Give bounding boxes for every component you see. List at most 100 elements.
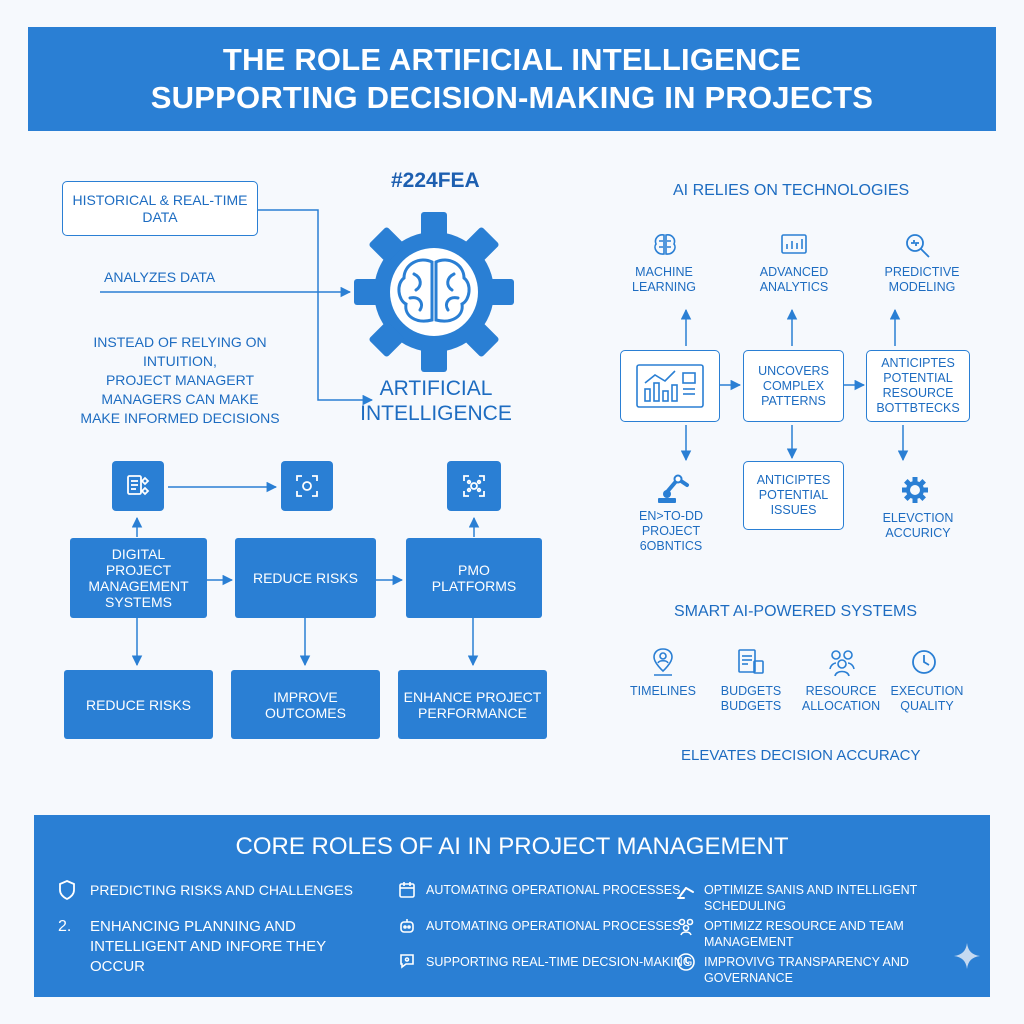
brain-gear-icon bbox=[354, 212, 514, 372]
outcome-box-line: REDUCE RISKS bbox=[85, 696, 192, 713]
shield-icon bbox=[59, 880, 75, 900]
robotics-line: PROJECT 6OBNTICS bbox=[639, 524, 703, 553]
title-line-2: SUPPORTING DECISION-MAKING IN PROJECTS bbox=[150, 80, 874, 115]
core-item-number: 2. bbox=[58, 918, 72, 935]
intuition-line: MANAGERS CAN MAKE bbox=[101, 391, 259, 407]
flow-box-line: DIGITAL bbox=[111, 546, 166, 562]
hex-color-label: #224FEA bbox=[391, 169, 480, 192]
calendar-icon bbox=[399, 882, 415, 898]
smart-heading: SMART AI-POWERED SYSTEMS bbox=[674, 603, 918, 620]
smart-label-line: ALLOCATION bbox=[801, 699, 881, 713]
smart-label-line: BUDGETS bbox=[720, 684, 782, 698]
core-roles-panel: CORE ROLES OF AI IN PROJECT MANAGEMENT P… bbox=[34, 815, 990, 997]
tech-label-line: ANALYTICS bbox=[759, 280, 829, 294]
outcome-box-line: PERFORMANCE bbox=[418, 704, 527, 721]
flow-box-reduce-risks: REDUCE RISKS bbox=[235, 538, 376, 618]
core-item-line: OCCUR bbox=[90, 958, 145, 975]
core-item-supporting: SUPPORTING REAL-TIME DECSION-MAKING bbox=[426, 955, 693, 969]
chat-icon bbox=[400, 954, 414, 969]
outcome-box-improve-outcomes: IMPROVE OUTCOMES bbox=[231, 670, 380, 739]
flow-box-line: REDUCE RISKS bbox=[252, 570, 359, 586]
core-item-enhancing-planning: ENHANCING PLANNING AND INTELLIGENT AND I… bbox=[90, 917, 326, 977]
ai-label-line-1: ARTIFICIAL bbox=[379, 377, 493, 400]
bottlenecks-line: BOTTBTECKS bbox=[876, 401, 960, 415]
bottlenecks-line: RESOURCE bbox=[882, 386, 954, 400]
smart-label-line: EXECUTION bbox=[890, 684, 964, 698]
tech-label-line: ADVANCED bbox=[759, 265, 829, 279]
tech-label-line: MACHINE bbox=[635, 265, 693, 279]
intuition-line: INTUITION, bbox=[143, 353, 217, 369]
flow-box-pmo-platforms: PMO PLATFORMS bbox=[406, 538, 542, 618]
core-roles-title: CORE ROLES OF AI IN PROJECT MANAGEMENT bbox=[235, 833, 789, 860]
accuracy-line: ELEVCTION bbox=[882, 511, 954, 525]
accuracy-label: ELEVCTION ACCURICY bbox=[872, 511, 964, 541]
core-item-scheduling: OPTIMIZE SANIS AND INTELLIGENT SCHEDULIN… bbox=[704, 883, 918, 913]
bottlenecks-line: POTENTIAL bbox=[883, 371, 953, 385]
scan-face-icon bbox=[281, 461, 333, 511]
patterns-box: UNCOVERS COMPLEX PATTERNS bbox=[743, 350, 844, 422]
robot-arm-icon bbox=[658, 474, 689, 503]
tech-label-line: PREDICTIVE bbox=[884, 265, 960, 279]
smart-label-line: RESOURCE bbox=[805, 684, 877, 698]
smart-label-line: TIMELINES bbox=[630, 684, 696, 698]
flow-box-line: SYSTEMS bbox=[105, 594, 172, 610]
clock-icon bbox=[912, 650, 936, 674]
intuition-line: MAKE INFORMED DECISIONS bbox=[80, 410, 280, 426]
issues-line: ANTICIPTES bbox=[756, 473, 831, 487]
core-item-automating-1: AUTOMATING OPERATIONAL PROCESSES bbox=[426, 883, 681, 897]
team-icon bbox=[829, 650, 855, 677]
flow-box-line: PMO bbox=[458, 562, 490, 578]
intuition-line: PROJECT MANAGERT bbox=[105, 372, 255, 388]
budget-document-icon bbox=[738, 649, 764, 674]
flow-box-line: PLATFORMS bbox=[431, 578, 517, 594]
smart-label-execution: EXECUTION QUALITY bbox=[884, 684, 970, 714]
gear-icon bbox=[902, 477, 928, 503]
robot-icon bbox=[400, 919, 414, 933]
core-item-line: INTELLIGENT AND INFORE THEY bbox=[90, 938, 327, 955]
issues-line: POTENTIAL bbox=[758, 488, 829, 502]
accuracy-line: ACCURICY bbox=[885, 526, 951, 540]
intuition-text: INSTEAD OF RELYING ON INTUITION, PROJECT… bbox=[72, 333, 288, 428]
ai-label-line-2: INTELLIGENCE bbox=[360, 402, 512, 425]
issues-line: ISSUES bbox=[770, 503, 817, 517]
core-item-automating-2: AUTOMATING OPERATIONAL PROCESSES bbox=[426, 919, 681, 933]
flow-box-line: PROJECT bbox=[105, 562, 172, 578]
outcome-box-line: ENHANCE PROJECT bbox=[403, 688, 542, 705]
smart-label-line: QUALITY bbox=[900, 699, 954, 713]
dashboard-chart-icon bbox=[620, 350, 720, 422]
data-box-line-2: DATA bbox=[142, 208, 178, 225]
patterns-line: COMPLEX bbox=[762, 378, 825, 393]
tech-label-ml: MACHINE LEARNING bbox=[626, 265, 702, 295]
data-box-line-1: HISTORICAL & REAL-TIME bbox=[72, 191, 248, 208]
analyzes-data-label: ANALYZES DATA bbox=[104, 269, 216, 285]
smart-label-line: BUDGETS bbox=[720, 699, 782, 713]
bottlenecks-line: ANTICIPTES bbox=[881, 356, 955, 370]
core-item-predicting-risks: PREDICTING RISKS AND CHALLENGES bbox=[90, 882, 353, 898]
team-icon bbox=[678, 918, 694, 936]
robotics-line: EN>TO-DD bbox=[638, 509, 703, 523]
smart-label-budgets: BUDGETS BUDGETS bbox=[711, 684, 791, 714]
robotics-label: EN>TO-DD PROJECT 6OBNTICS bbox=[612, 509, 730, 554]
data-source-box: HISTORICAL & REAL-TIME DATA bbox=[62, 181, 258, 236]
tech-label-analytics: ADVANCED ANALYTICS bbox=[752, 265, 836, 295]
network-icon bbox=[447, 461, 501, 511]
analytics-chart-icon bbox=[781, 234, 807, 254]
bottlenecks-box: ANTICIPTES POTENTIAL RESOURCE BOTTBTECKS bbox=[866, 350, 970, 422]
intuition-line: INSTEAD OF RELYING ON bbox=[93, 334, 267, 350]
outcome-box-enhance-performance: ENHANCE PROJECT PERFORMANCE bbox=[398, 670, 547, 739]
core-item-resource-management: OPTIMIZZ RESOURCE AND TEAM MANAGEMENT bbox=[704, 919, 904, 949]
robot-arm-icon bbox=[677, 887, 694, 899]
document-icon bbox=[112, 461, 164, 511]
issues-box: ANTICIPTES POTENTIAL ISSUES bbox=[743, 461, 844, 530]
tech-label-predictive: PREDICTIVE MODELING bbox=[876, 265, 968, 295]
core-item-line: ENHANCING PLANNING AND bbox=[90, 918, 296, 935]
smart-label-resource: RESOURCE ALLOCATION bbox=[796, 684, 886, 714]
tech-heading: AI RELIES ON TECHNOLOGIES bbox=[673, 182, 910, 199]
smart-label-timelines: TIMELINES bbox=[625, 684, 701, 699]
brain-icon bbox=[654, 234, 676, 255]
flow-box-line: MANAGEMENT bbox=[88, 578, 189, 594]
tech-label-line: LEARNING bbox=[632, 280, 696, 294]
outcome-box-line: OUTCOMES bbox=[265, 704, 346, 721]
magnifier-icon bbox=[906, 234, 930, 258]
outcome-box-line: IMPROVE bbox=[273, 688, 338, 705]
